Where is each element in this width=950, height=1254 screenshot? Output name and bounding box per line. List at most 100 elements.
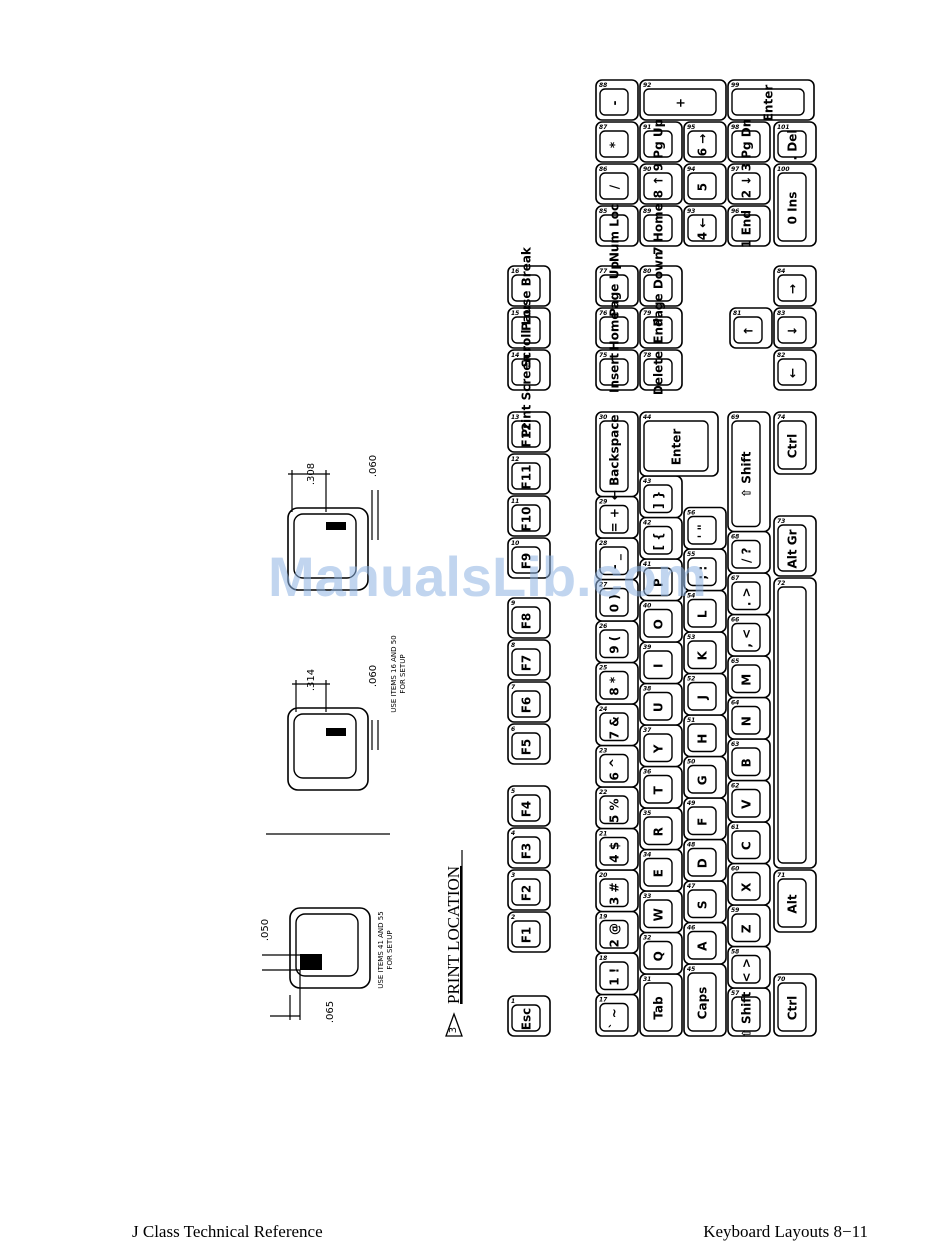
key-item-number: 60: [731, 866, 739, 873]
key-item-number: 66: [731, 617, 739, 624]
key-legend: , <: [740, 629, 754, 648]
key-legend: R: [652, 827, 666, 836]
key-legend: -: [608, 100, 622, 105]
key-home-row-11: 55; :: [683, 548, 727, 592]
key-legend: 7 &: [608, 716, 622, 739]
key-legend: 8 *: [608, 676, 622, 696]
key-legend: Tab: [652, 996, 666, 1020]
key-item-number: 41: [643, 561, 651, 568]
key-legend: /: [608, 184, 622, 189]
key-number-row-11: 270 ): [595, 578, 639, 622]
key-legend: End: [652, 318, 666, 343]
key-legend: D: [696, 858, 710, 868]
key-item-number: 22: [599, 789, 607, 796]
key-legend: 0 Ins: [786, 192, 800, 225]
key-item-number: 97: [731, 166, 740, 173]
key-item-number: 8: [511, 642, 515, 649]
key-arrow-left: 82←: [773, 349, 817, 391]
key-item-number: 21: [599, 831, 607, 838]
note-triangle-icon: [445, 1012, 463, 1037]
key-shift-row-12: 68/ ?: [727, 530, 771, 574]
key-item-number: 48: [687, 842, 695, 849]
key-legend: 6 ^: [608, 758, 622, 781]
detail-c-dimension: .308: [306, 463, 317, 485]
key-item-number: 37: [643, 727, 652, 734]
detail-a-note: FOR SETUP: [386, 930, 394, 969]
key-item-number: 101: [777, 124, 790, 131]
detail-c-print-mark: [326, 522, 346, 530]
key-legend: 7 Home: [652, 203, 666, 254]
key-item-number: 72: [777, 580, 785, 587]
key-item-number: 95: [687, 124, 695, 131]
detail-a-note: USE ITEMS 41 AND 55: [377, 911, 385, 988]
key-legend: ⇧ Shift: [740, 991, 754, 1038]
key-shift-row-9: 65M: [727, 655, 771, 699]
key-item-number: 29: [599, 499, 607, 506]
key-item-number: 16: [511, 268, 519, 275]
key-legend: →: [786, 284, 800, 294]
key-item-number: 82: [777, 352, 785, 359]
key-item-number: 90: [643, 166, 651, 173]
key-f8: 9F8: [507, 597, 551, 639]
key-item-number: 96: [731, 208, 739, 215]
keyboard-diagram: 1Esc2F13F24F35F46F57F68F79F810F911F1012F…: [507, 79, 817, 1038]
key-number-row-5: 214 $: [595, 827, 639, 871]
key-legend: A: [696, 941, 710, 951]
key-item-number: 92: [643, 82, 651, 89]
key-item-number: 24: [599, 706, 607, 713]
detail-a-print-mark: [300, 954, 322, 970]
key-home-row-7: 51H: [683, 714, 727, 758]
key-number-row-12: 28- _: [595, 537, 639, 581]
key-item-number: 31: [643, 976, 651, 983]
key-item-number: 87: [599, 124, 608, 131]
key-item-number: 45: [687, 966, 695, 973]
key-left-shift: 57⇧ Shift: [727, 987, 771, 1038]
key-arrow-up: 81↑: [729, 307, 773, 349]
key-item-number: 3: [511, 872, 515, 879]
key-number-row-3: 192 @: [595, 910, 639, 954]
key-item-number: 79: [643, 310, 651, 317]
key-qwerty-row-13: 43] }: [639, 475, 683, 519]
key-legend: Delete: [652, 351, 666, 395]
key-item-number: 57: [731, 990, 740, 997]
key-legend: 1 !: [608, 968, 622, 986]
key-number-row-1: 17` ~: [595, 993, 639, 1037]
key-legend: K: [696, 650, 710, 660]
key-item-number: 49: [687, 800, 695, 807]
key-qwerty-row-9: 39I: [639, 641, 683, 685]
key-legend: Enter: [670, 429, 684, 466]
key-number-row-4: 203 #: [595, 869, 639, 913]
key-home-row-4: 48D: [683, 838, 727, 882]
key-item-number: 64: [731, 700, 739, 707]
key-item-number: 18: [599, 955, 607, 962]
key-home-row-3: 47S: [683, 880, 727, 924]
key-legend: E: [652, 869, 666, 877]
key-numpad-plus: 92+: [639, 79, 727, 121]
key-legend: I: [652, 664, 666, 668]
detail-a-dimension: .050: [260, 919, 271, 941]
key-item-number: 30: [599, 414, 607, 421]
key-item-number: 80: [643, 268, 651, 275]
key-item-number: 70: [777, 976, 785, 983]
key-legend: 5: [696, 183, 710, 191]
key-shift-row-2: 58< >: [727, 945, 771, 989]
key-item-number: 63: [731, 741, 739, 748]
key-legend: ] }: [652, 491, 666, 509]
detail-b-note: FOR SETUP: [399, 654, 407, 693]
key-numpad-multiply: 87*: [595, 121, 639, 163]
key-item-number: 32: [643, 935, 651, 942]
key-item-number: 58: [731, 949, 739, 956]
key-item-number: 10: [511, 540, 519, 547]
detail-c-dimension: .060: [368, 455, 379, 477]
key-numpad-6: 956 →: [683, 121, 727, 163]
